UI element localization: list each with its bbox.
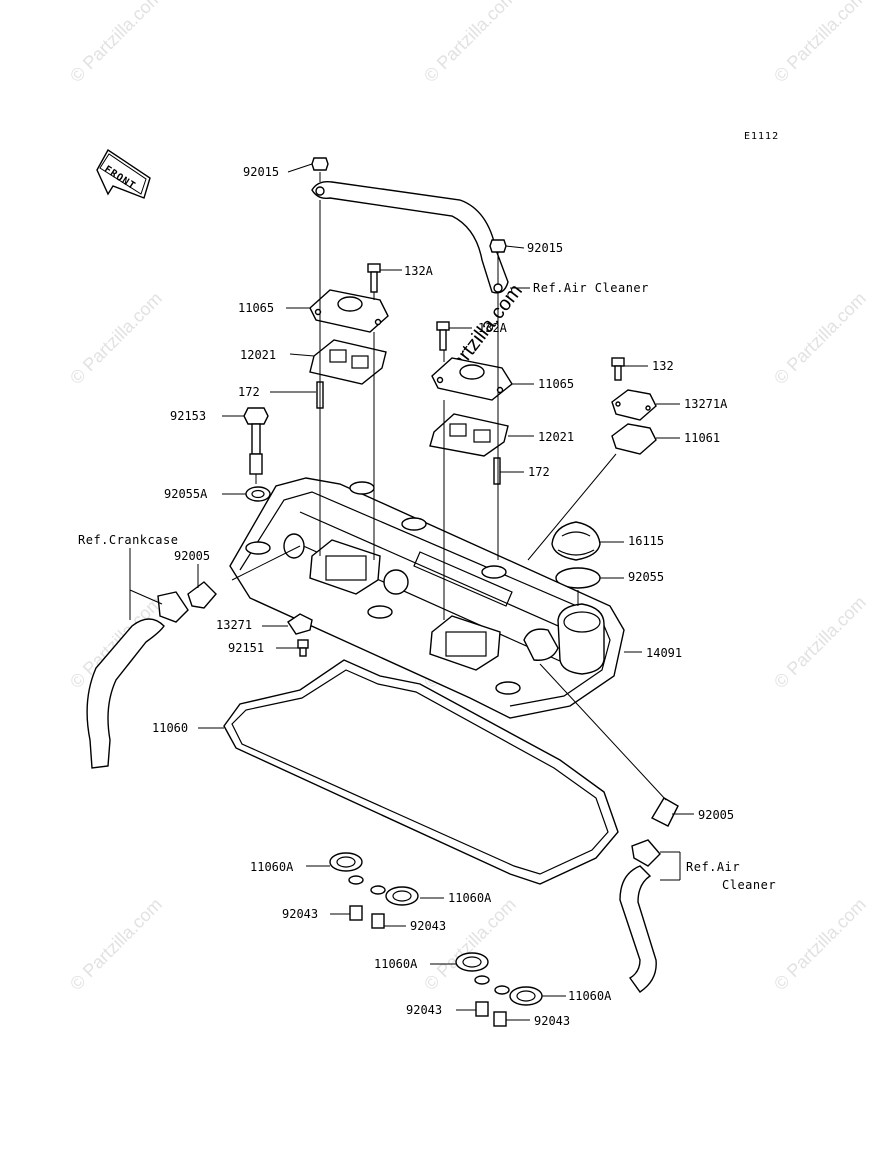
- diagram-code: E1112: [744, 131, 780, 142]
- label-172-left: 172: [238, 385, 260, 399]
- dowel-92043-4: [493, 1011, 507, 1027]
- seal-small-1: [348, 875, 386, 895]
- label-11061: 11061: [684, 431, 721, 445]
- valve-cover-14091: [229, 477, 625, 719]
- label-13271A: 13271A: [684, 397, 728, 411]
- bolt-92015-right: [489, 239, 507, 253]
- hose-left: [86, 581, 217, 769]
- label-92043-4: 92043: [534, 1014, 571, 1028]
- plate-13271A: [611, 389, 657, 421]
- label-92043-2: 92043: [410, 919, 447, 933]
- stud-172-right: [493, 457, 501, 485]
- label-11065-right: 11065: [538, 377, 575, 391]
- seal-11060A-3: [455, 952, 489, 972]
- label-172-right: 172: [528, 465, 550, 479]
- label-92153: 92153: [170, 409, 207, 423]
- cover-11065-right: [431, 357, 513, 401]
- bolt-132: [611, 357, 625, 381]
- label-11060A-4: 11060A: [568, 989, 612, 1003]
- label-11060A-3: 11060A: [374, 957, 418, 971]
- label-ref-air-line2: Cleaner: [722, 878, 777, 892]
- gasket-11061: [611, 423, 657, 455]
- dowel-92043-3: [475, 1001, 489, 1017]
- seal-11060A-4: [509, 986, 543, 1006]
- bolt-92015-left: [311, 157, 329, 171]
- label-92055A: 92055A: [164, 487, 208, 501]
- label-132A-1: 132A: [404, 264, 433, 278]
- label-92043-3: 92043: [406, 1003, 443, 1017]
- bracket-13271: [287, 613, 313, 635]
- grommet-92055A: [245, 486, 271, 502]
- label-12021-right: 12021: [538, 430, 575, 444]
- bolt-132A-1: [367, 263, 381, 293]
- label-13271: 13271: [216, 618, 253, 632]
- dowel-92043-1: [349, 905, 363, 921]
- label-ref-crankcase: Ref.Crankcase: [78, 533, 179, 547]
- leader-lines: [129, 163, 694, 1021]
- gasket-12021-right: [429, 413, 509, 457]
- label-11065-left: 11065: [238, 301, 275, 315]
- front-arrow-icon: [96, 148, 151, 199]
- bolt-92151: [297, 639, 309, 657]
- label-14091: 14091: [646, 646, 683, 660]
- fitting-92005-right: [651, 797, 679, 827]
- label-132A-2: 132A: [478, 321, 507, 335]
- label-92151: 92151: [228, 641, 265, 655]
- label-11060A-2: 11060A: [448, 891, 492, 905]
- label-92015-top: 92015: [243, 165, 280, 179]
- label-92005-right: 92005: [698, 808, 735, 822]
- label-92055: 92055: [628, 570, 665, 584]
- gasket-11060: [223, 659, 619, 885]
- cover-11065-left: [309, 289, 389, 333]
- seal-11060A-2: [385, 886, 419, 906]
- label-12021-left: 12021: [240, 348, 277, 362]
- seal-11060A-1: [329, 852, 363, 872]
- label-92043-1: 92043: [282, 907, 319, 921]
- seal-small-2: [474, 975, 510, 995]
- label-ref-air-line1: Ref.Air: [686, 860, 741, 874]
- label-11060: 11060: [152, 721, 189, 735]
- bolt-92153: [243, 407, 269, 475]
- label-ref-air-cleaner-top: Ref.Air Cleaner: [533, 281, 649, 295]
- dowel-92043-2: [371, 913, 385, 929]
- label-92015-right: 92015: [527, 241, 564, 255]
- label-92005-left: 92005: [174, 549, 211, 563]
- oil-cap-16115: [551, 521, 601, 561]
- label-132: 132: [652, 359, 674, 373]
- label-16115: 16115: [628, 534, 665, 548]
- gasket-12021-left: [309, 339, 387, 385]
- hose-right: [619, 839, 661, 993]
- bolt-132A-2: [436, 321, 450, 351]
- label-11060A-1: 11060A: [250, 860, 294, 874]
